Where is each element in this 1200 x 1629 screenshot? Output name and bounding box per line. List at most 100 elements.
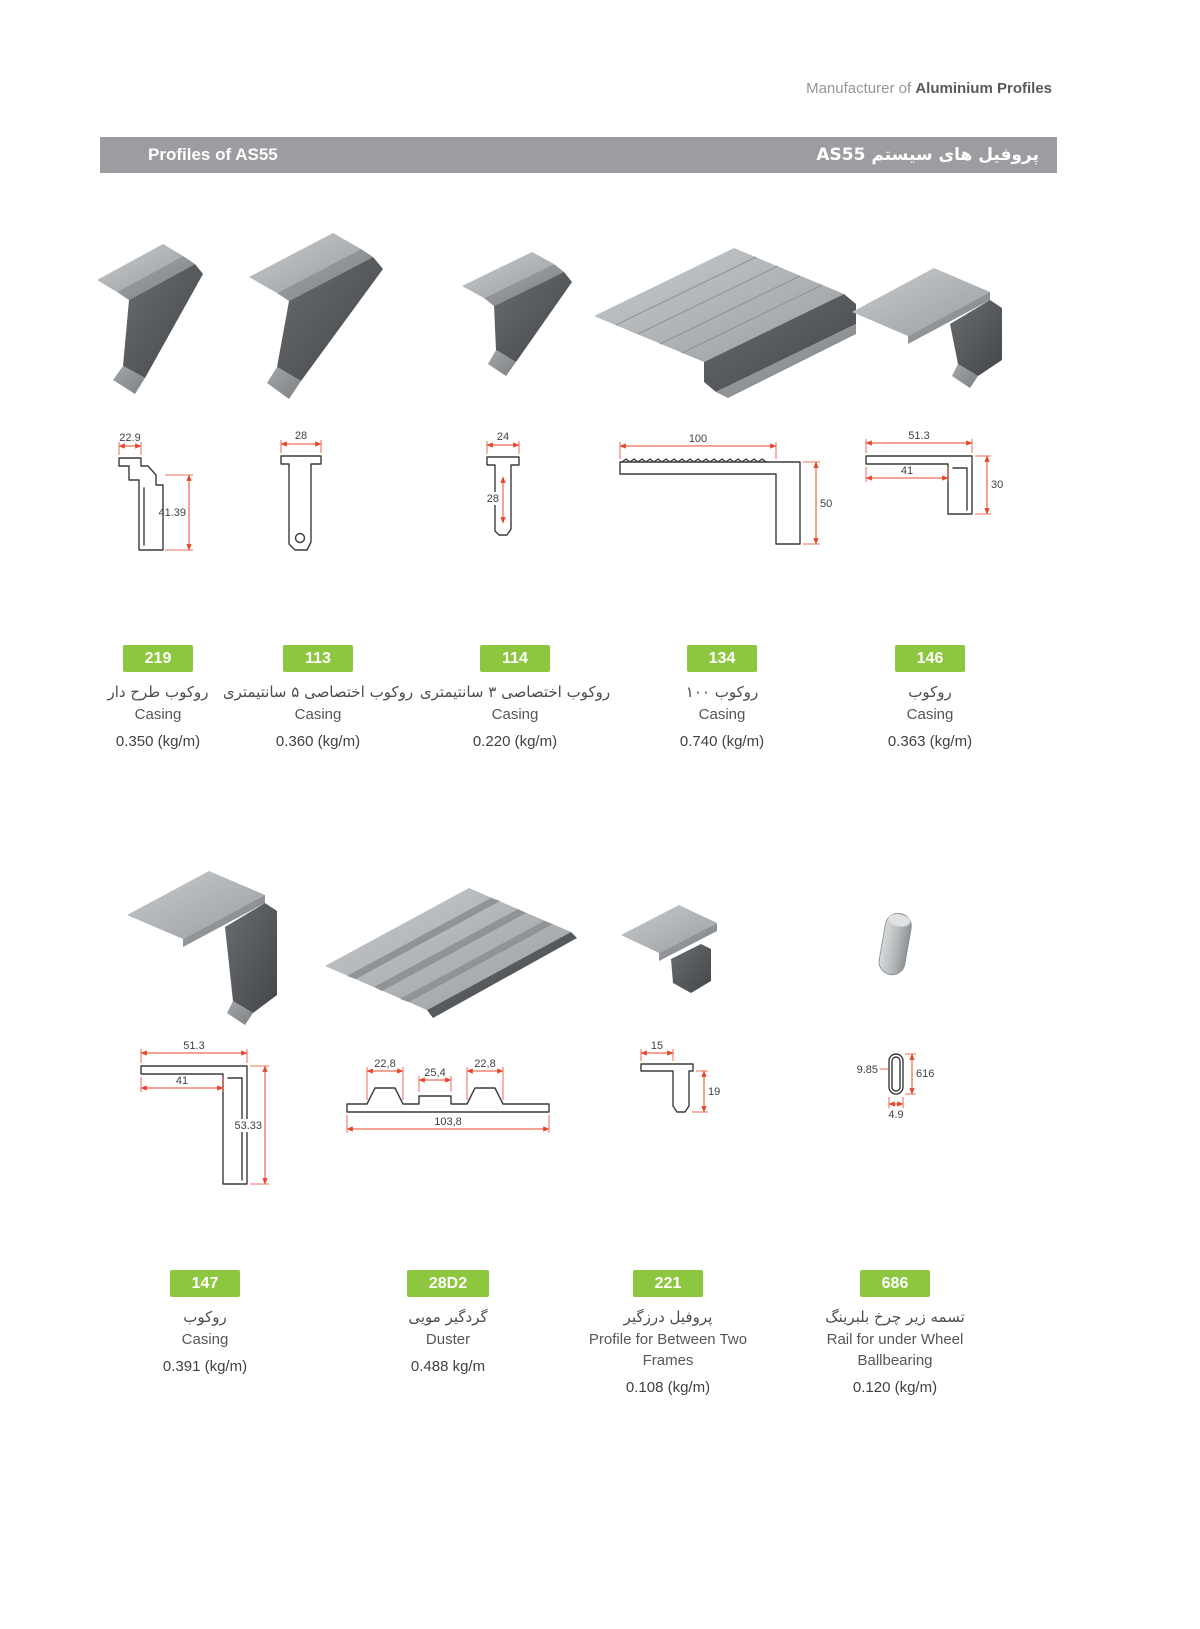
product-code-badge: 28D2 xyxy=(406,1270,490,1297)
svg-text:30: 30 xyxy=(991,479,1003,491)
svg-text:103,8: 103,8 xyxy=(434,1116,462,1128)
product-code: 686 xyxy=(881,1275,909,1292)
section-header-bar: Profiles of AS55 پروفیل های سیستمAS55 xyxy=(100,137,1057,173)
product-card-28d2: 22,8 25,4 22,8 103,8 28D2 گردگیر مویی Du… xyxy=(325,850,577,1375)
product-name-en: Casing xyxy=(181,1331,229,1348)
profile-section-146: 51.3 41 30 xyxy=(865,430,1003,515)
profile-section-134: 100 50 xyxy=(619,433,832,545)
product-code-badge: 147 xyxy=(169,1270,241,1297)
product-code-badge: 114 xyxy=(480,645,550,672)
product-name-en: Casing xyxy=(906,706,954,723)
profile-section-686: 9.85 616 4.9 xyxy=(857,1053,934,1121)
svg-text:9.85: 9.85 xyxy=(857,1064,878,1076)
product-render-28d2 xyxy=(313,850,583,1040)
section-title-code: AS55 xyxy=(816,145,866,165)
product-code-badge: 134 xyxy=(686,645,758,672)
profile-3d-113 xyxy=(249,232,383,399)
svg-text:616: 616 xyxy=(916,1068,934,1080)
section-title-fa: پروفیل های سیستمAS55 xyxy=(816,145,1039,165)
section-title-fa-text: پروفیل های سیستم xyxy=(871,145,1039,165)
product-code-badge: 221 xyxy=(632,1270,704,1297)
product-code: 221 xyxy=(654,1275,682,1292)
product-weight: 0.391 (kg/m) xyxy=(162,1358,248,1375)
svg-text:28: 28 xyxy=(295,430,307,442)
product-code: 147 xyxy=(191,1275,219,1292)
product-name-en: Casing xyxy=(698,706,746,723)
product-name-fa: روکوب xyxy=(908,683,952,701)
product-drawing-134: 100 50 xyxy=(608,430,836,602)
product-code: 28D2 xyxy=(428,1275,468,1292)
product-render-134 xyxy=(582,215,862,430)
product-name-fa: روکوب xyxy=(183,1308,227,1326)
svg-text:100: 100 xyxy=(689,433,707,445)
product-card-686: 9.85 616 4.9 686 تسمه زیر چرخ بلبرینگ Ra… xyxy=(795,850,995,1396)
profile-3d-114 xyxy=(462,251,572,376)
product-name-fa: پروفیل درزگیر xyxy=(623,1308,713,1326)
profile-3d-219 xyxy=(97,243,203,394)
product-name-en: Casing xyxy=(491,706,539,723)
product-drawing-146: 51.3 41 30 xyxy=(854,430,1006,602)
svg-text:15: 15 xyxy=(651,1040,663,1052)
profile-section-28d2: 22,8 25,4 22,8 103,8 xyxy=(346,1058,550,1133)
svg-text:41.39: 41.39 xyxy=(158,507,186,519)
profile-section-113: 28 xyxy=(280,430,322,551)
brand-line: Manufacturer of Aluminium Profiles xyxy=(806,80,1052,97)
section-title-en: Profiles of AS55 xyxy=(148,145,278,164)
product-drawing-147: 51.3 41 53.33 xyxy=(129,1040,281,1222)
svg-text:25,4: 25,4 xyxy=(424,1067,445,1079)
profile-3d-686 xyxy=(878,912,912,975)
product-name-en: Casing xyxy=(294,706,342,723)
profile-3d-146 xyxy=(851,267,1002,388)
profile-3d-147 xyxy=(126,871,277,1025)
product-weight: 0.220 (kg/m) xyxy=(472,733,558,750)
svg-text:4.9: 4.9 xyxy=(888,1109,903,1121)
product-weight: 0.740 (kg/m) xyxy=(679,733,765,750)
svg-text:22,8: 22,8 xyxy=(374,1058,395,1070)
product-name-fa: گردگیر مویی xyxy=(408,1308,488,1326)
product-card-134: 100 50 134 روکوب ۱۰۰ Casing 0.740 (kg/m) xyxy=(594,215,856,750)
product-code: 146 xyxy=(916,650,944,667)
product-name-en: Rail for under Wheel Ballbearing xyxy=(826,1331,964,1369)
product-code: 134 xyxy=(708,650,736,667)
brand-name: Aluminium Profiles xyxy=(915,80,1052,97)
product-name-en: Profile for Between Two Frames xyxy=(588,1331,748,1369)
profile-section-147: 51.3 41 53.33 xyxy=(140,1040,269,1185)
profile-3d-221 xyxy=(620,904,717,993)
product-render-113 xyxy=(233,215,403,430)
svg-text:22,8: 22,8 xyxy=(474,1058,495,1070)
product-weight: 0.350 (kg/m) xyxy=(115,733,201,750)
product-name-fa: روکوب طرح دار xyxy=(107,683,209,701)
profile-section-221: 15 19 xyxy=(640,1040,720,1113)
svg-text:24: 24 xyxy=(497,431,509,443)
product-render-221 xyxy=(601,850,736,1040)
product-card-147: 51.3 41 53.33 147 روکوب Casing 0.391 (kg… xyxy=(110,850,300,1375)
svg-text:41: 41 xyxy=(901,465,913,477)
product-code: 219 xyxy=(144,650,172,667)
svg-text:22.9: 22.9 xyxy=(119,432,140,444)
product-drawing-113: 28 xyxy=(263,430,373,602)
product-drawing-114: 24 28 xyxy=(465,430,565,602)
svg-text:28: 28 xyxy=(487,493,499,505)
svg-text:51.3: 51.3 xyxy=(183,1040,204,1052)
profile-section-219: 22.9 41.39 xyxy=(118,432,193,551)
product-weight: 0.108 (kg/m) xyxy=(625,1379,711,1396)
product-card-146: 51.3 41 30 146 روکوب Casing 0.363 (kg/m) xyxy=(840,215,1020,750)
profile-3d-134 xyxy=(594,247,856,398)
product-card-221: 15 19 221 پروفیل درزگیر Profile for Betw… xyxy=(578,850,758,1396)
product-weight: 0.488 kg/m xyxy=(410,1358,486,1375)
product-code-badge: 146 xyxy=(894,645,966,672)
product-name-en: Casing xyxy=(134,706,182,723)
product-code: 113 xyxy=(305,650,331,667)
product-name-en: Duster xyxy=(425,1331,471,1348)
product-name-fa: تسمه زیر چرخ بلبرینگ xyxy=(825,1308,965,1326)
product-card-114: 24 28 114 روکوب اختصاصی ۳ سانتیمتری Casi… xyxy=(420,215,610,750)
product-render-686 xyxy=(860,850,930,1040)
product-name-fa: روکوب اختصاصی ۵ سانتیمتری xyxy=(222,683,414,701)
svg-text:53.33: 53.33 xyxy=(234,1120,262,1132)
product-render-114 xyxy=(440,215,590,430)
svg-text:51.3: 51.3 xyxy=(908,430,929,442)
product-drawing-28d2: 22,8 25,4 22,8 103,8 xyxy=(333,1040,563,1222)
product-card-219: 22.9 41.39 219 روکوب طرح دار Casing 0.35… xyxy=(73,215,243,750)
product-render-219 xyxy=(83,215,233,430)
